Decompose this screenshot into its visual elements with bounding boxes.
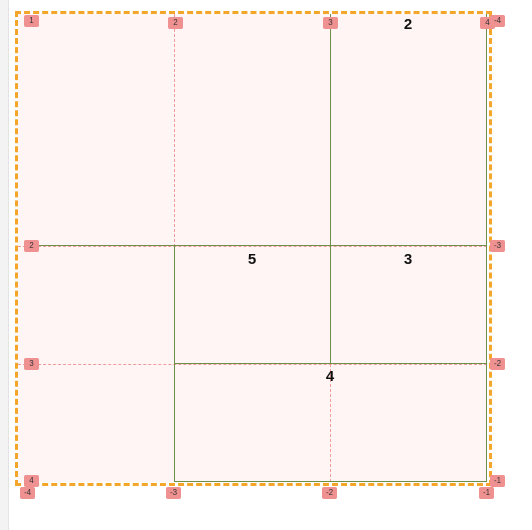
devtools-left-strip xyxy=(0,0,9,530)
area-4-top-border xyxy=(174,363,487,364)
column-badge-top: 2 xyxy=(168,17,183,29)
area-5-top-border xyxy=(36,245,330,246)
row-badge-left: 3 xyxy=(24,358,39,370)
area-label-2: 2 xyxy=(403,16,413,33)
row-badge-left: 4 xyxy=(24,475,39,487)
column-badge-top: 3 xyxy=(323,17,338,29)
area-label-4: 4 xyxy=(325,368,335,385)
column-badge-bottom: -2 xyxy=(322,487,337,499)
area-label-3: 3 xyxy=(403,251,413,268)
grid-row-line-3 xyxy=(18,364,487,365)
area-2-left-border xyxy=(330,14,331,246)
area-3-top-border xyxy=(330,245,487,246)
area-4-bottom-border xyxy=(174,481,487,482)
area-5-left-border xyxy=(174,246,175,482)
grid-row-line-2 xyxy=(18,246,487,247)
column-badge-bottom: -4 xyxy=(20,487,35,499)
grid-container xyxy=(18,14,487,482)
area-label-5: 5 xyxy=(247,251,257,268)
column-badge-bottom: -1 xyxy=(479,487,494,499)
row-badge-right: -4 xyxy=(490,15,505,27)
row-badge-right: -1 xyxy=(490,475,505,487)
row-badge-right: -3 xyxy=(490,240,505,252)
column-badge-top: 1 xyxy=(24,15,39,27)
row-badge-right: -2 xyxy=(490,358,505,370)
area-4-right-border xyxy=(486,14,487,482)
grid-outline xyxy=(15,11,492,486)
row-badge-left: 2 xyxy=(24,240,39,252)
column-badge-bottom: -3 xyxy=(166,487,181,499)
area-5-right-border xyxy=(330,246,331,364)
